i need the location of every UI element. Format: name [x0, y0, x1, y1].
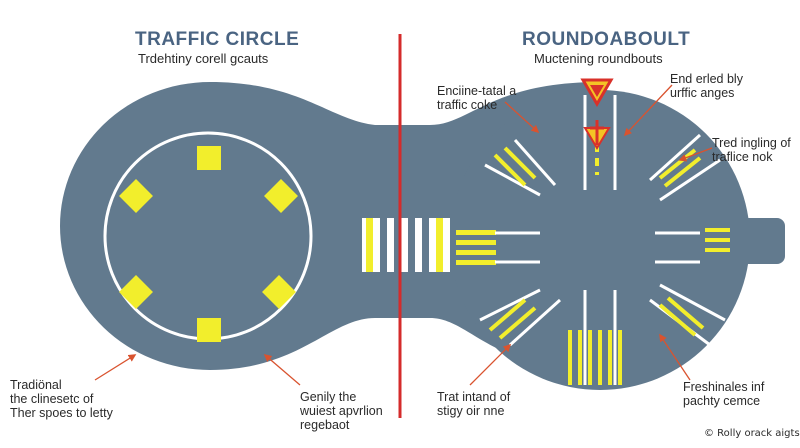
warning-sign-icon [583, 120, 611, 150]
yield-sign-icon [580, 78, 614, 107]
callout-arrows [94, 84, 713, 386]
right-subtitle: Muctening roundbouts [534, 51, 663, 66]
traffic-circle-markings [119, 146, 298, 342]
callout-right-mid: Tred ingling of traflice nok [712, 136, 791, 164]
marking-square [197, 146, 221, 170]
marking-square [197, 318, 221, 342]
callout-center-bottom: Genily the wuiest apvrlion regebaot [300, 390, 383, 432]
connector-crosswalk [362, 218, 496, 272]
callout-right-top-left: Enciine-tatal a traffic coke [437, 84, 517, 112]
left-subtitle: Trdehtiny corell gcauts [138, 51, 269, 66]
left-title: TRAFFIC CIRCLE [135, 29, 300, 50]
callout-right-bottom-right: Freshinales inf pachty cemce [683, 380, 765, 408]
right-title: ROUNDOABOULT [522, 29, 691, 50]
callout-right-top-right: End erled bly urffic anges [670, 72, 743, 100]
callout-left-bottom: Tradiönal the clinesetc of Ther spoes to… [10, 378, 113, 420]
marking-square [262, 275, 296, 309]
callout-right-bottom-left: Trat intand of stigy oir nne [437, 390, 511, 418]
footer-credit: © Rolly orack aigts [704, 428, 800, 439]
marking-square [119, 179, 153, 213]
marking-square [264, 179, 298, 213]
